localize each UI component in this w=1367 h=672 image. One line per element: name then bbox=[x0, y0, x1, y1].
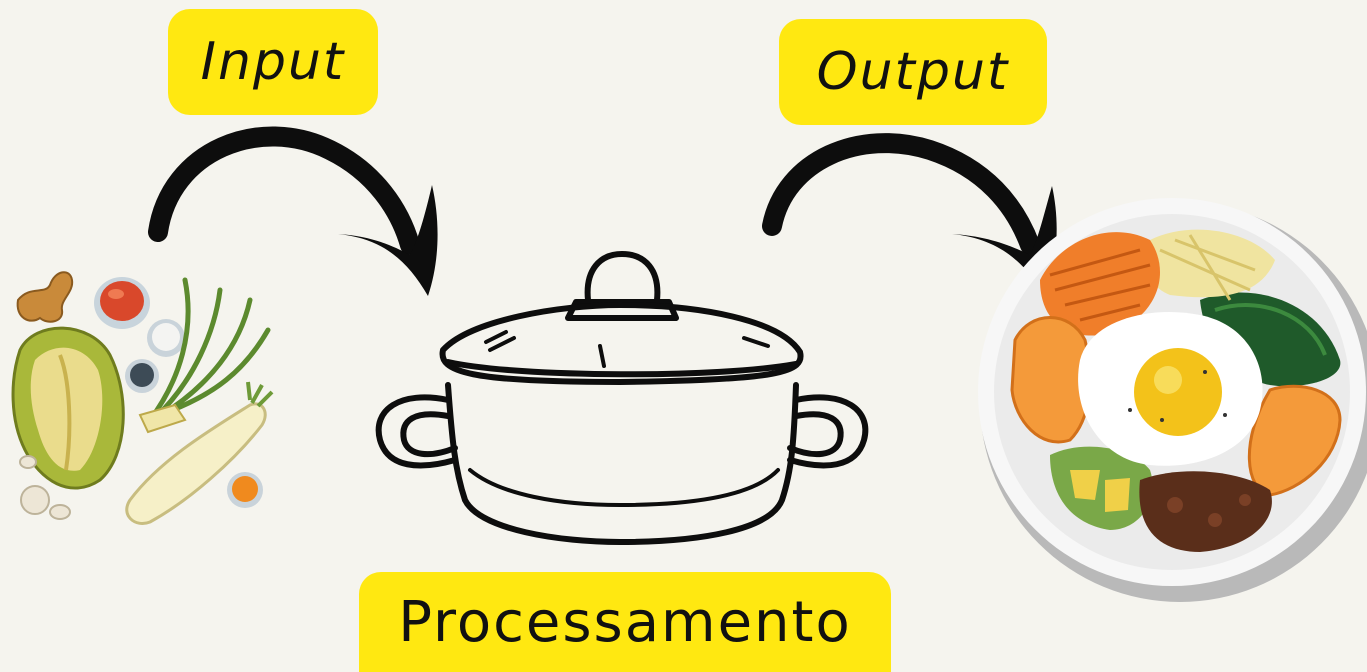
napa-cabbage-icon bbox=[11, 326, 125, 490]
ingredients-illustration bbox=[11, 271, 274, 525]
garlic-icon bbox=[19, 455, 71, 520]
output-label: Output bbox=[779, 19, 1047, 125]
ginger-icon bbox=[16, 271, 74, 323]
pepper-bowl-icon bbox=[125, 359, 159, 393]
green-onion-icon bbox=[147, 277, 271, 423]
spice-bowl-icon bbox=[227, 472, 263, 508]
curved-arrow-icon bbox=[148, 126, 438, 296]
cooking-pot-icon bbox=[375, 251, 869, 545]
onion-bulb bbox=[138, 403, 187, 434]
bibimbap-bowl-illustration bbox=[978, 198, 1367, 602]
processing-label: Processamento bbox=[359, 572, 891, 672]
chili-paste-bowl-icon bbox=[94, 277, 150, 329]
salt-bowl-icon bbox=[147, 319, 185, 357]
input-label: Input bbox=[168, 9, 378, 115]
radish-icon bbox=[125, 381, 274, 525]
curved-arrow-icon bbox=[762, 133, 1057, 296]
